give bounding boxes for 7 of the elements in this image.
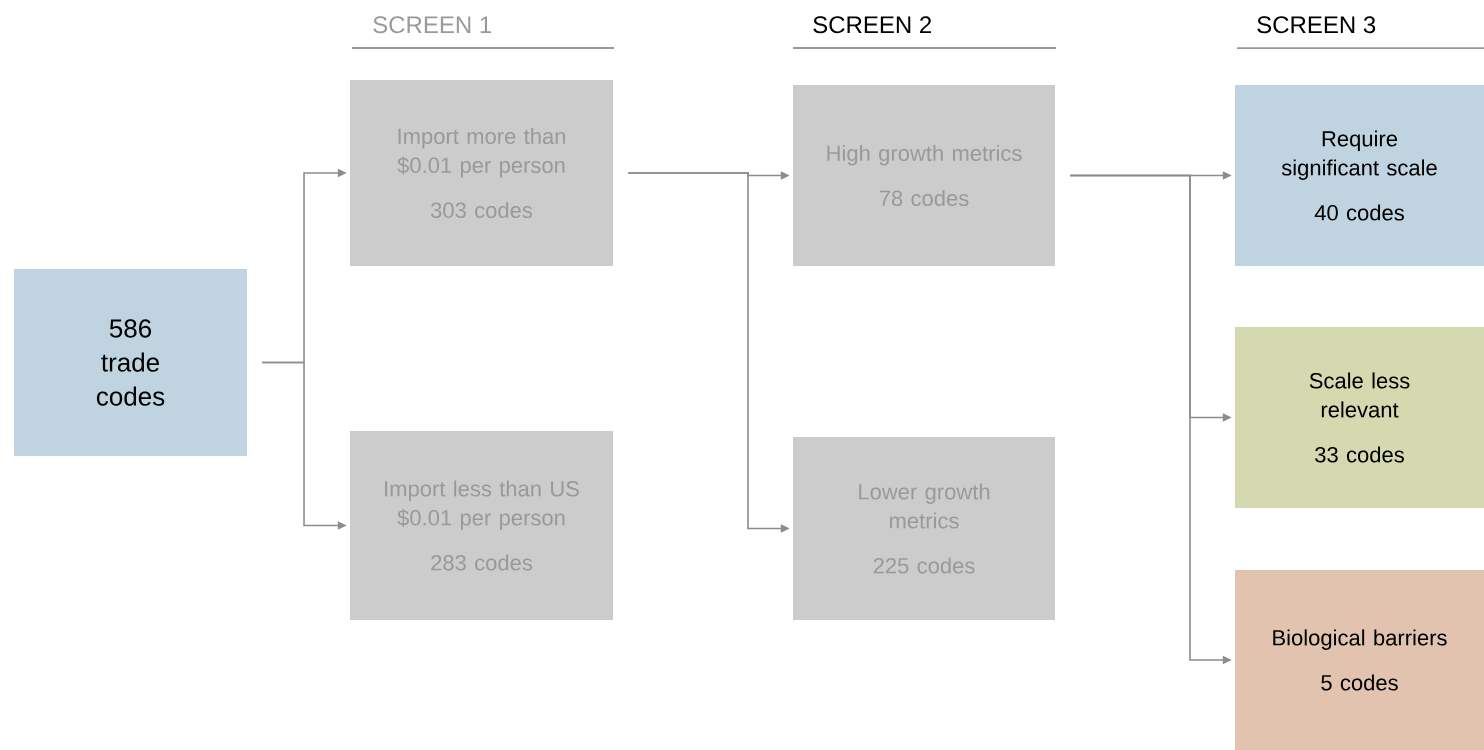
result-box: Scale less relevant 33 codes <box>1235 327 1484 508</box>
result-box: Biological barriers 5 codes <box>1235 570 1484 750</box>
start-box: 586 trade codes <box>14 269 247 456</box>
column-heading: SCREEN 2 <box>813 16 931 34</box>
column-heading: SCREEN 3 <box>1257 16 1376 34</box>
result-box: Require significant scale 40 codes <box>1235 85 1484 266</box>
column-heading: SCREEN 1 <box>373 16 492 34</box>
